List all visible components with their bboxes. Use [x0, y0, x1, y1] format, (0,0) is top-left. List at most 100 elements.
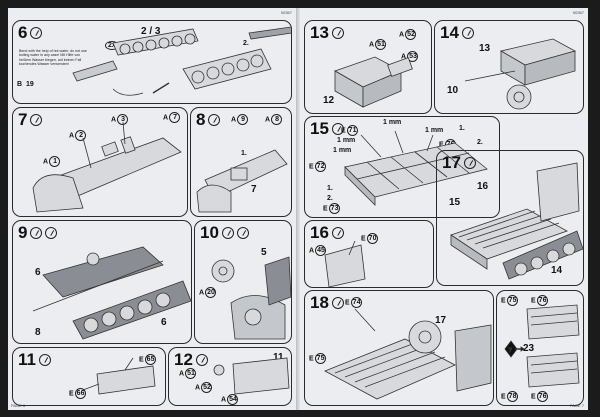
- part-number: 17: [435, 315, 447, 326]
- track-assembly-illustration: [32, 246, 191, 340]
- track-illustration: [72, 26, 291, 96]
- glue-icon: [461, 26, 474, 39]
- step-number: 12: [174, 350, 193, 369]
- step-number: 14: [440, 23, 459, 42]
- glue-icon: [38, 353, 51, 366]
- step-number: 16: [310, 223, 329, 242]
- dimension-label: 1 mm: [383, 119, 402, 126]
- part-number: 12: [323, 95, 335, 106]
- cargo-bed-illustration: [450, 162, 583, 280]
- left-page: 00357 PAGE 6 6 2 / 3 2x Bend with the he…: [8, 8, 296, 410]
- reference-step: 23: [523, 343, 535, 354]
- step-marker-1: 1.: [241, 150, 247, 157]
- callout-19: 19: [26, 81, 34, 88]
- part-number: 6: [161, 317, 167, 328]
- step-number: 8: [196, 110, 206, 129]
- step-number: 7: [18, 110, 28, 129]
- part-number: 13: [479, 43, 491, 54]
- plate-illustration: [82, 357, 156, 395]
- step-marker-1: 1.: [327, 185, 333, 192]
- part-number: 11: [273, 352, 284, 363]
- step-marker-2: 2.: [327, 195, 333, 202]
- step-number: 18: [310, 293, 329, 312]
- part-number: 8: [35, 327, 41, 338]
- chassis-illustration: [196, 149, 288, 213]
- page-header-right: 00357: [572, 10, 584, 15]
- glue-icon: [30, 26, 43, 39]
- glue-icon: [30, 113, 43, 126]
- glue-icon: [236, 226, 249, 239]
- dimension-label: 1 mm: [337, 137, 356, 144]
- step-8-panel: 8 A9 A8 1. 2. 7: [190, 107, 292, 217]
- page-header-left: 00357: [280, 10, 292, 15]
- chassis-illustration: [32, 121, 182, 213]
- step-6-panel: 6 2 / 3 2x Bend with the help of hot wat…: [12, 20, 292, 104]
- plate-illustration: [213, 357, 290, 395]
- part-number: 6: [35, 267, 41, 278]
- part-number: 10: [447, 85, 459, 96]
- wheel-illustration: [211, 256, 291, 340]
- step-number: 11: [18, 350, 36, 369]
- part-number: 7: [251, 184, 257, 195]
- page-spine: [296, 8, 300, 410]
- step-10-panel: 10 5 A20 9: [194, 220, 292, 344]
- step-number: 13: [310, 23, 329, 42]
- step-number: 10: [200, 223, 219, 242]
- part-number: 5: [261, 247, 267, 258]
- part-number: 15: [449, 197, 461, 208]
- rear-assembly-illustration: [324, 308, 492, 400]
- step-marker-2: 2.: [477, 139, 483, 146]
- floor-illustration: [344, 130, 488, 206]
- step-17-panel: 17 16 15 14: [436, 150, 584, 286]
- glue-icon: [221, 226, 234, 239]
- step-15-panel: 15 E71 E76 E72 E73 1 mm 1 mm 1 mm 1 mm 1…: [304, 116, 500, 218]
- vehicle-front-illustration: [464, 38, 577, 110]
- step-14-panel: 14 13 10: [434, 20, 584, 114]
- glue-icon: [331, 122, 344, 135]
- step-marker-2: 2.: [243, 40, 249, 47]
- step-9-panel: 9 6 8 6: [12, 220, 192, 344]
- dimension-label: 1 mm: [425, 127, 444, 134]
- glue-icon: [195, 353, 208, 366]
- svg-text:?: ?: [509, 348, 513, 354]
- glue-icon: [45, 226, 58, 239]
- dimension-label: 1 mm: [333, 147, 352, 154]
- housing-illustration: [334, 56, 413, 108]
- parts-label: 2 / 3: [141, 26, 161, 37]
- glue-icon: [331, 226, 344, 239]
- part-number: 14: [551, 265, 563, 276]
- step-number: 15: [310, 119, 329, 138]
- glue-icon: [331, 26, 344, 39]
- step-number: 17: [442, 153, 461, 172]
- detail-illustration: ?: [504, 304, 580, 388]
- glue-icon: [208, 113, 221, 126]
- step-number: 6: [18, 23, 28, 42]
